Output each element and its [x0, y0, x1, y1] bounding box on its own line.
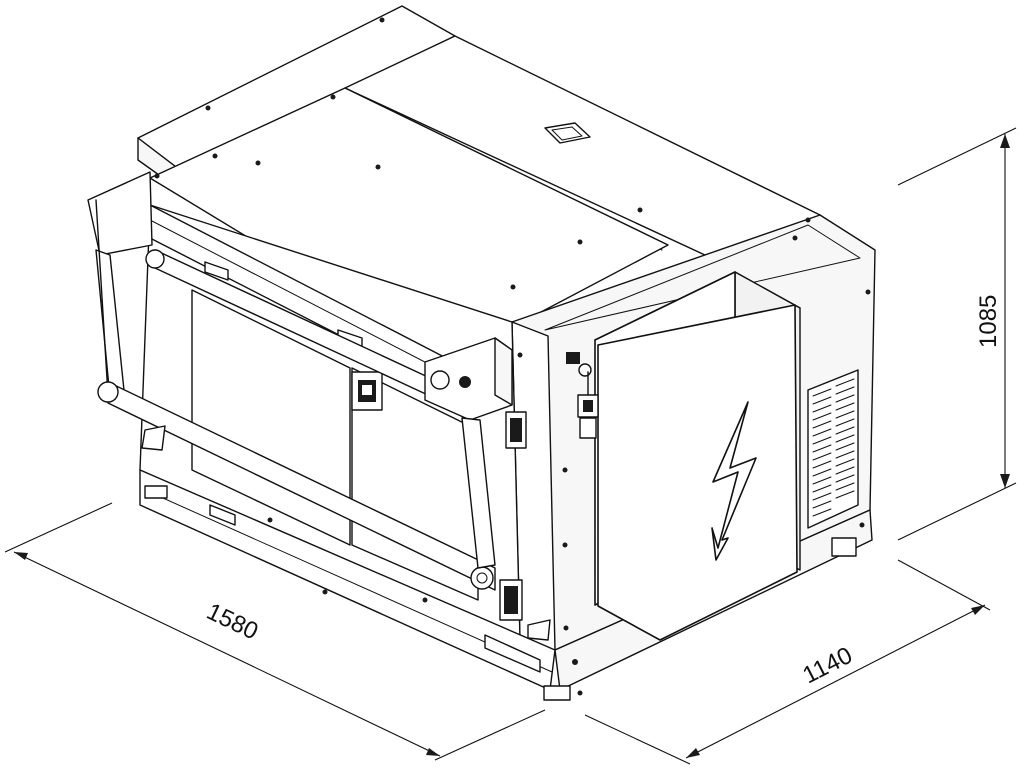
hinge-upper [505, 411, 527, 449]
electrical-box-front-face [597, 304, 798, 641]
dimension-depth-label: 1140 [798, 642, 856, 689]
hinge-lower [499, 579, 523, 621]
foot-rear-right [831, 537, 857, 557]
dimension-height-label: 1085 [975, 295, 1002, 348]
dimension-length-label: 1580 [202, 598, 262, 645]
rivets [154, 17, 871, 696]
electrical-box [594, 271, 801, 641]
foot-bracket-right [484, 634, 541, 673]
lid-handle-inner [551, 126, 583, 141]
machine [87, 5, 876, 701]
door-latch [351, 371, 383, 411]
valve-assembly [566, 352, 599, 439]
front-door-right [351, 367, 479, 601]
side-handle-bar [87, 171, 153, 401]
front-rail-line [149, 219, 451, 376]
vent-grille [807, 369, 859, 529]
cone-right [527, 619, 551, 641]
lid-handle [544, 122, 591, 144]
right-clamp-block [424, 337, 513, 421]
side-arm [461, 417, 496, 569]
base-plinth-line [144, 489, 553, 673]
cone-left [141, 425, 166, 451]
foot-front-left [144, 485, 168, 499]
foot-bracket-left [209, 504, 236, 526]
rail-tag-1 [204, 261, 229, 281]
foot-front-right [543, 685, 571, 701]
lightning-bolt-icon [711, 401, 757, 561]
dimension-height: 1085 [897, 127, 1017, 541]
